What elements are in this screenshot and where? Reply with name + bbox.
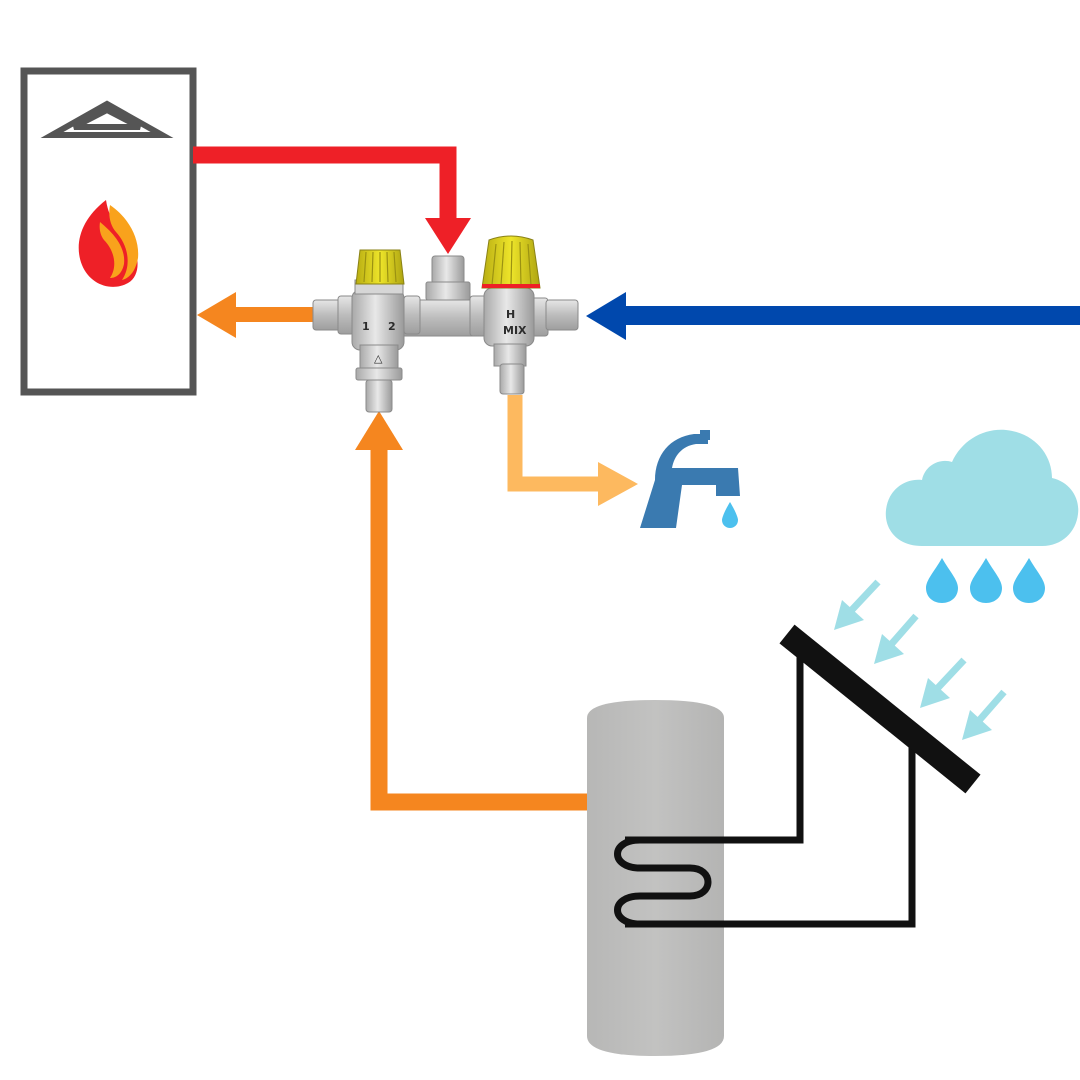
mixer-mark-side: MIX <box>503 324 527 337</box>
valve-assembly: 1 2 △ H MIX <box>312 235 579 413</box>
water-drop-icon <box>722 502 738 528</box>
collector-return-pipe <box>625 652 804 844</box>
mixer-mark-top: H <box>506 308 515 321</box>
diverter-valve: 1 2 △ <box>312 249 421 413</box>
hot-supply-line <box>193 146 471 254</box>
rain-cloud-icon <box>885 429 1079 603</box>
radiation-arrow <box>962 689 1007 740</box>
solar-radiation-arrows <box>834 579 1007 740</box>
rain-drop-icon <box>1013 558 1045 603</box>
radiation-arrow <box>834 579 881 630</box>
storage-tank-icon <box>587 700 724 1056</box>
rain-drop-icon <box>970 558 1002 603</box>
solar-panel <box>779 624 981 794</box>
boiler-casing <box>20 67 197 396</box>
boiler-icon <box>20 67 197 396</box>
tap-water-line <box>507 395 638 506</box>
cold-inlet-line <box>586 292 1080 340</box>
mixed-to-boiler-line <box>197 292 313 338</box>
radiation-arrow <box>874 613 919 664</box>
boiler-vent-icon <box>40 100 174 138</box>
thermostatic-mixer: H MIX <box>469 235 579 395</box>
flame-icon <box>78 200 139 287</box>
hot-inlet-stub <box>425 255 471 301</box>
heat-exchanger-coil <box>614 836 712 928</box>
port-2-label: 2 <box>388 320 396 333</box>
port-3-mark: △ <box>374 352 383 365</box>
rain-drop-icon <box>926 558 958 603</box>
collector-flow-pipe <box>625 745 916 928</box>
tap-icon <box>640 430 740 528</box>
radiation-arrow <box>920 657 967 708</box>
solar-preheated-line <box>355 411 587 811</box>
port-1-label: 1 <box>362 320 370 333</box>
solar-collector-icon <box>614 624 981 928</box>
